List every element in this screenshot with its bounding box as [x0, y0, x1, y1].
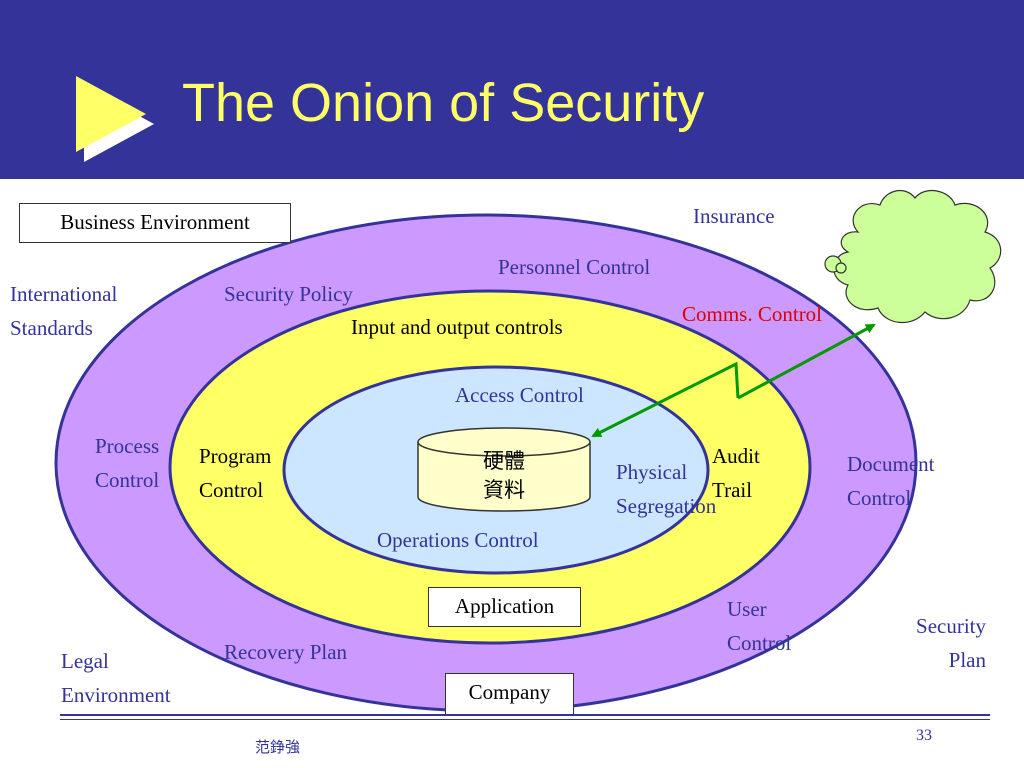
program-control-label: Program Control [199, 444, 272, 502]
access-control-label: Access Control [455, 383, 584, 407]
comms-control-label: Comms. Control [682, 302, 823, 326]
legal-environment-label: Legal Environment [61, 649, 171, 707]
document-control-label: Document Control [847, 452, 935, 510]
audit-trail-label: Audit Trail [712, 444, 760, 502]
comms-link-arrow [591, 323, 876, 438]
personnel-control-label: Personnel Control [498, 255, 651, 279]
header-bar [0, 0, 1024, 179]
security-plan-label: Security Plan [916, 614, 986, 672]
company-box: Company [445, 673, 574, 715]
physical-segregation-label: Physical Segregation [616, 460, 717, 518]
database-label: 硬體 資料 [483, 449, 525, 503]
slide-title: The Onion of Security [182, 73, 705, 133]
recovery-plan-label: Recovery Plan [224, 640, 348, 664]
operations-control-label: Operations Control [377, 528, 539, 552]
process-control-label: Process Control [95, 434, 160, 492]
play-arrow-icon [76, 76, 154, 162]
footer-divider [60, 714, 990, 716]
application-box: Application [428, 587, 581, 627]
page-number: 33 [916, 727, 932, 744]
footer-divider-thin [60, 719, 990, 720]
insurance-label: Insurance [693, 204, 775, 228]
security-policy-label: Security Policy [224, 282, 353, 306]
footer-author: 范錚強 [255, 738, 301, 756]
cloud-icon [824, 189, 1002, 324]
input-output-label: Input and output controls [351, 315, 563, 339]
user-control-label: User Control [727, 597, 792, 655]
database-icon [417, 427, 591, 512]
business-environment-box: Business Environment [19, 203, 291, 243]
international-standards-label: International Standards [10, 282, 118, 340]
